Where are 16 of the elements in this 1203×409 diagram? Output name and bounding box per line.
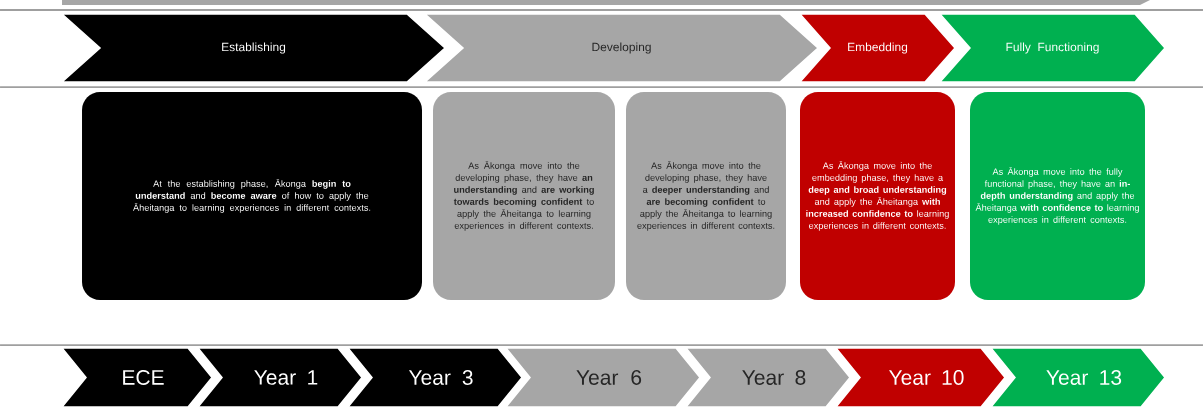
chevron-band: Developing [423, 13, 820, 83]
rounded-text-box: As Ākonga move into the embedding phase, they have a deep and broad understanding and apply the Āheitanga with increased confidence to learning experiences in different contexts. [800, 92, 955, 300]
chevron-band: Fully Functioning [938, 13, 1166, 83]
chevron-band: Establishing [60, 13, 447, 83]
rounded-text-box: As Ākonga move into the fully functional phase, they have an in-depth understanding and apply the Āheitanga with confidence to learning experiences in different contexts. [970, 92, 1145, 300]
chevron-band: Year 13 [989, 347, 1166, 408]
rounded-text-box: As Ākonga move into the developing phase, they have an understanding and are working towards becoming confident to apply the Āheitanga to learning experiences in different contexts. [433, 92, 615, 300]
chevron-band: Year 6 [504, 347, 701, 408]
chevron-band: Year 3 [346, 347, 523, 408]
chevron-band: Embedding [798, 13, 956, 83]
rounded-text-box: At the establishing phase, Ākonga begin to understand and become aware of how to apply the Āheitanga to learning experiences in different contexts. [82, 92, 422, 300]
chevron-band: ECE [60, 347, 213, 408]
chevron-band: Year 10 [834, 347, 1006, 408]
chevron-band: Year 8 [684, 347, 851, 408]
rounded-text-box: As Ākonga move into the developing phase, they have a deeper understanding and are becoming confident to apply the Āheitanga to learning experiences in different contexts. [626, 92, 786, 300]
chevron-band: Year 1 [196, 347, 363, 408]
